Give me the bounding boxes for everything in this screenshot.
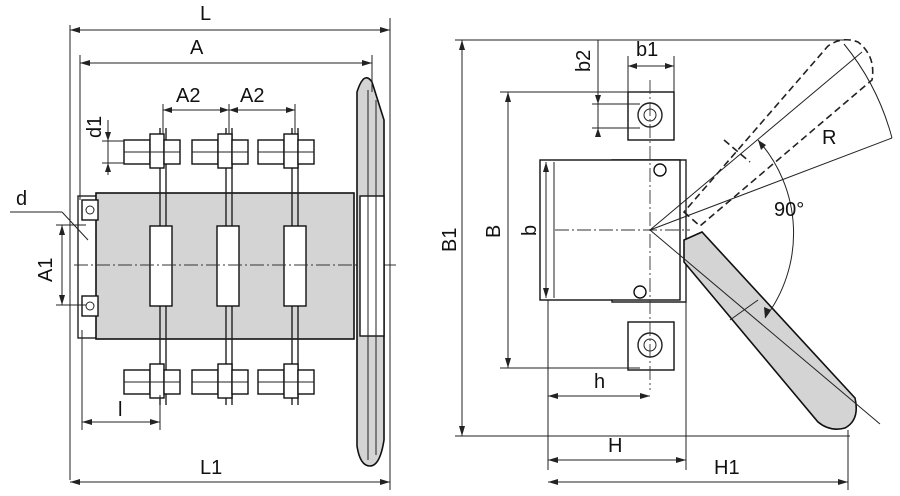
blade-window-3 (283, 225, 307, 307)
rivet-top (653, 163, 667, 177)
angle-arc (757, 139, 795, 319)
top-terminals (123, 133, 315, 169)
label-B1: B1 (439, 228, 461, 252)
label-L: L (200, 3, 211, 25)
label-d1: d1 (84, 116, 106, 138)
radius-arc (843, 43, 893, 139)
blade-window-2 (216, 225, 240, 307)
label-b: b (519, 225, 541, 236)
mount-hole-bottom (85, 301, 95, 311)
blade-window-1 (149, 225, 173, 307)
label-A1: A1 (35, 258, 57, 282)
label-A2-right: A2 (240, 85, 264, 107)
handle-up-dashed (682, 38, 874, 228)
dimension-labels: L A A2 A2 d1 d A1 l L1 b2 b1 B1 B b R 90… (16, 3, 836, 479)
label-B: B (483, 225, 505, 238)
mount-hole-top (85, 205, 95, 215)
label-H1: H1 (714, 457, 740, 479)
label-angle: 90° (774, 199, 804, 221)
rivet-bottom (633, 285, 647, 299)
label-l: l (118, 399, 122, 421)
mount-lug-bottom (81, 295, 99, 317)
label-A2-left: A2 (176, 85, 200, 107)
side-dimensions (455, 39, 850, 490)
bracket-top (627, 91, 675, 141)
label-R: R (822, 127, 836, 149)
label-h: h (594, 371, 605, 393)
bottom-terminals (123, 363, 315, 399)
label-b2: b2 (573, 50, 595, 72)
handle-down (683, 231, 858, 430)
switch-body (95, 192, 355, 340)
bracket-bottom (627, 321, 675, 371)
label-b1: b1 (636, 39, 658, 61)
label-H: H (608, 435, 622, 457)
label-A: A (190, 37, 204, 59)
label-L1: L1 (200, 457, 222, 479)
label-d: d (16, 188, 27, 210)
side-view (455, 38, 893, 490)
mount-lug-top (81, 199, 99, 221)
front-dimensions (10, 18, 391, 490)
handle-hub (359, 195, 385, 337)
front-view (10, 18, 398, 490)
